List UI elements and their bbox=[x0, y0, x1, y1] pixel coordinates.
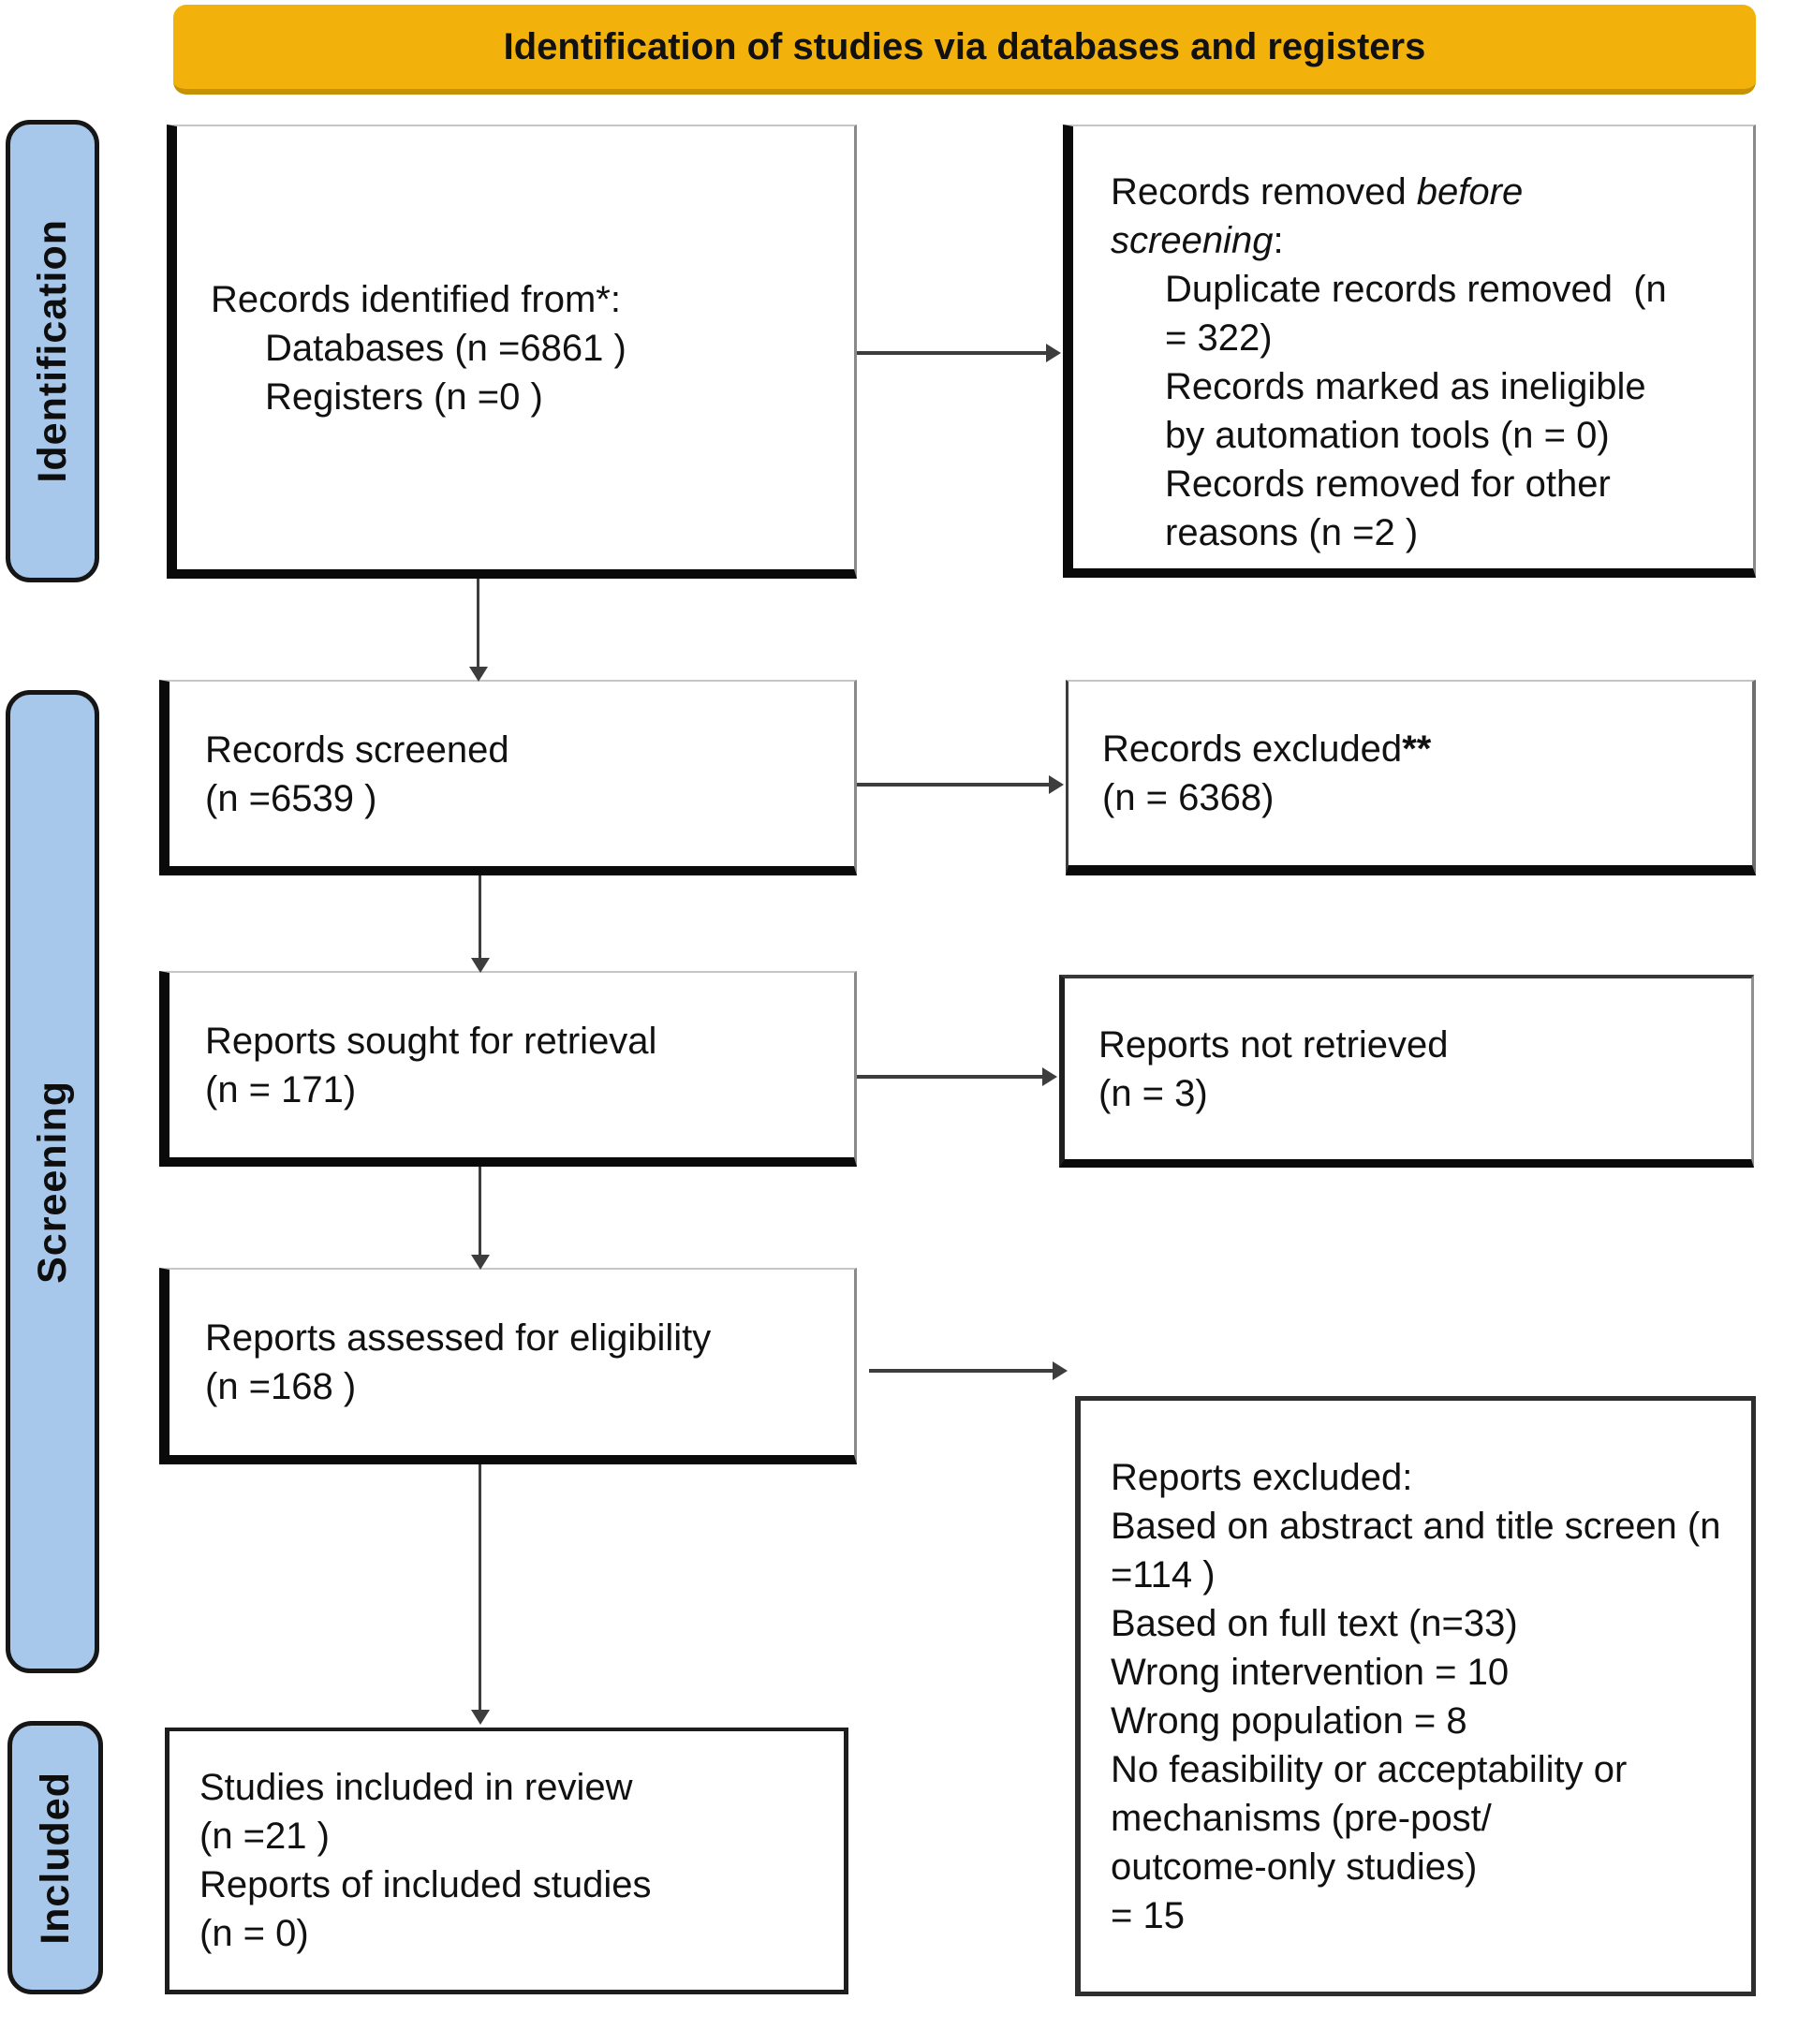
records-removed-other-count: reasons (n =2 ) bbox=[1165, 512, 1419, 553]
studies-included-reports-count: (n = 0) bbox=[199, 1913, 309, 1954]
records-screened-count: (n =6539 ) bbox=[205, 777, 377, 819]
records-screened-box: Records screened (n =6539 ) bbox=[159, 680, 857, 875]
reports-assessed-count: (n =168 ) bbox=[205, 1366, 357, 1407]
records-excluded-label: Records excluded bbox=[1102, 728, 1403, 770]
studies-included-title: Studies included in review bbox=[199, 1767, 633, 1808]
studies-included-count: (n =21 ) bbox=[199, 1816, 330, 1857]
arrow-identified-to-removed bbox=[857, 344, 1061, 362]
arrow-assessed-to-included bbox=[471, 1464, 490, 1725]
banner: Identification of studies via databases … bbox=[173, 5, 1756, 95]
reports-not-retrieved-count: (n = 3) bbox=[1098, 1072, 1208, 1114]
reports-sought-count: (n = 171) bbox=[205, 1068, 357, 1110]
stage-label-screening-text: Screening bbox=[29, 1080, 75, 1284]
stage-label-screening: Screening bbox=[6, 690, 99, 1673]
records-removed-title-line1: Records removed before bbox=[1111, 168, 1729, 216]
records-removed-automation-count: by automation tools (n = 0) bbox=[1165, 415, 1610, 456]
studies-included-reports: Reports of included studies bbox=[199, 1864, 652, 1905]
reports-excluded-box: Reports excluded: Based on abstract and … bbox=[1075, 1396, 1756, 1996]
reports-excluded-no-feasibility-3: outcome-only studies) bbox=[1111, 1846, 1478, 1888]
records-removed-title-regular: Records removed bbox=[1111, 171, 1417, 213]
records-identified-registers: Registers (n =0 ) bbox=[265, 375, 543, 418]
reports-sought-box: Reports sought for retrieval (n = 171) bbox=[159, 971, 857, 1167]
stage-label-included-text: Included bbox=[32, 1771, 78, 1945]
records-excluded-title: Records excluded** bbox=[1102, 725, 1752, 773]
stage-label-identification-text: Identification bbox=[29, 219, 75, 483]
arrow-sought-to-assessed bbox=[471, 1167, 490, 1270]
reports-excluded-title: Reports excluded: bbox=[1111, 1457, 1413, 1498]
banner-title: Identification of studies via databases … bbox=[503, 25, 1426, 67]
reports-assessed-box: Reports assessed for eligibility (n =168… bbox=[159, 1268, 857, 1464]
reports-not-retrieved-box: Reports not retrieved (n = 3) bbox=[1059, 975, 1754, 1168]
studies-included-box: Studies included in review (n =21 ) Repo… bbox=[165, 1728, 848, 1994]
reports-not-retrieved-title: Reports not retrieved bbox=[1098, 1023, 1449, 1066]
records-excluded-asterisks: ** bbox=[1402, 728, 1432, 770]
records-removed-duplicates-count: = 322) bbox=[1165, 317, 1273, 359]
records-removed-box: Records removed before screening: Duplic… bbox=[1063, 125, 1756, 578]
reports-excluded-wrong-intervention: Wrong intervention = 10 bbox=[1111, 1652, 1510, 1693]
records-excluded-box: Records excluded** (n = 6368) bbox=[1066, 680, 1756, 875]
reports-excluded-no-feasibility-1: No feasibility or acceptability or bbox=[1111, 1749, 1628, 1790]
records-removed-title-italic1: before bbox=[1416, 171, 1524, 213]
reports-assessed-title: Reports assessed for eligibility bbox=[205, 1317, 712, 1359]
reports-excluded-no-feasibility-2: mechanisms (pre-post/ bbox=[1111, 1798, 1492, 1839]
records-removed-title-line2: screening: bbox=[1111, 216, 1729, 265]
stage-label-identification: Identification bbox=[6, 120, 99, 582]
records-removed-duplicates: Duplicate records removed (n bbox=[1165, 269, 1667, 310]
reports-excluded-no-feasibility-count: = 15 bbox=[1111, 1895, 1185, 1936]
records-identified-databases: Databases (n =6861 ) bbox=[265, 327, 626, 369]
records-screened-title: Records screened bbox=[205, 728, 509, 771]
reports-sought-title: Reports sought for retrieval bbox=[205, 1020, 657, 1062]
reports-excluded-abstract: Based on abstract and title screen (n bbox=[1111, 1506, 1721, 1547]
records-identified-box: Records identified from*: Databases (n =… bbox=[167, 125, 857, 579]
stage-label-included: Included bbox=[7, 1721, 103, 1994]
arrow-sought-to-not-retrieved bbox=[857, 1067, 1057, 1086]
arrow-screened-to-sought bbox=[471, 875, 490, 973]
records-removed-title-italic2: screening bbox=[1111, 220, 1274, 261]
reports-excluded-abstract-count: =114 ) bbox=[1111, 1554, 1216, 1595]
records-excluded-count: (n = 6368) bbox=[1102, 777, 1275, 818]
arrow-identified-to-screened bbox=[469, 579, 488, 682]
records-identified-title: Records identified from*: bbox=[211, 278, 621, 320]
arrow-assessed-to-reports-excluded bbox=[869, 1361, 1068, 1380]
records-removed-automation: Records marked as ineligible bbox=[1165, 366, 1646, 407]
reports-excluded-fulltext: Based on full text (n=33) bbox=[1111, 1603, 1518, 1644]
arrow-screened-to-excluded bbox=[857, 775, 1064, 794]
records-removed-other: Records removed for other bbox=[1165, 463, 1611, 505]
records-removed-title-colon: : bbox=[1273, 220, 1284, 261]
reports-excluded-wrong-population: Wrong population = 8 bbox=[1111, 1700, 1467, 1742]
